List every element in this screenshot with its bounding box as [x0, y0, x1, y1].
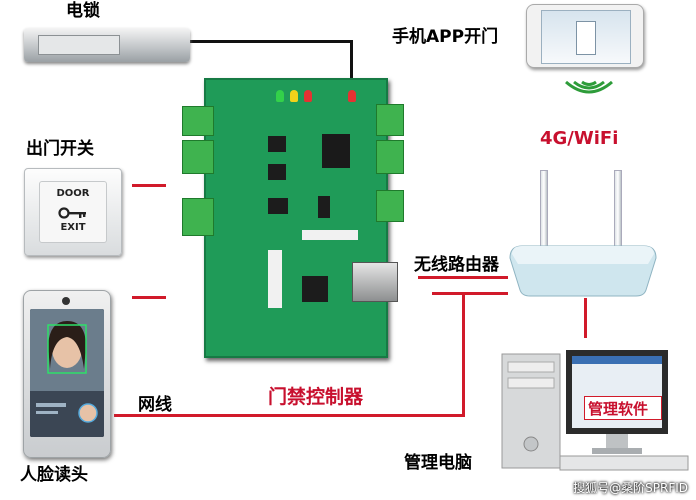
chip-1: [268, 136, 286, 152]
lock-wire-vertical: [350, 40, 353, 80]
face-reader-label: 人脸读头: [20, 460, 88, 485]
face-reader-image: [23, 290, 111, 458]
chip-2: [268, 164, 286, 180]
wifi-signal-icon: [562, 78, 616, 108]
chip-3: [268, 198, 288, 214]
key-icon: [58, 204, 88, 216]
exit-button-image: DOOR EXIT: [24, 168, 122, 256]
led-red-1: [304, 90, 312, 102]
network-cable-label: 网线: [138, 390, 172, 415]
face-reader-screen: [30, 309, 104, 437]
terminal-right-2: [376, 140, 404, 174]
terminal-right-3: [376, 190, 404, 222]
chip-4: [318, 196, 330, 218]
led-green-1: [276, 90, 284, 102]
router-image: [508, 240, 658, 298]
terminal-right-1: [376, 104, 404, 136]
router-wire-upper: [418, 276, 508, 279]
phone-app-label: 手机APP开门: [392, 22, 498, 47]
exit-switch-label: 出门开关: [26, 134, 94, 159]
sticker-serial: [268, 250, 282, 308]
lock-label: 电锁: [66, 0, 100, 21]
main-processor: [302, 276, 328, 302]
terminal-left-3: [182, 198, 214, 236]
label-sticker: [302, 230, 358, 240]
exit-button-face: DOOR EXIT: [39, 181, 107, 243]
electric-lock-image: [24, 28, 190, 62]
door-icon: [576, 21, 596, 55]
camera-icon: [62, 297, 70, 305]
access-controller-board-image: [204, 78, 388, 358]
exit-button-exit-text: EXIT: [40, 222, 106, 233]
network-cable-riser: [462, 294, 465, 417]
relay: [322, 134, 350, 168]
exit-button-door-text: DOOR: [40, 188, 106, 199]
router-label: 无线路由器: [414, 250, 499, 275]
watermark: 搜狐号@桑阶SPRFID: [573, 479, 688, 496]
terminal-left-2: [182, 140, 214, 174]
ethernet-port: [352, 262, 398, 302]
wifi-label: 4G/WiFi: [540, 128, 618, 149]
controller-label: 门禁控制器: [268, 382, 363, 409]
led-yellow: [290, 90, 298, 102]
face-wire: [132, 296, 166, 299]
phone-image: [526, 4, 644, 68]
lock-plate: [38, 35, 120, 55]
led-red-2: [348, 90, 356, 102]
phone-screen: [541, 10, 631, 64]
lock-wire-horizontal: [190, 40, 353, 43]
terminal-left-1: [182, 106, 214, 136]
software-label: 管理软件: [588, 398, 648, 419]
router-wire-lower: [432, 292, 508, 295]
exit-wire: [132, 184, 166, 187]
router-to-pc-wire: [584, 298, 587, 338]
pc-label: 管理电脑: [404, 448, 472, 473]
